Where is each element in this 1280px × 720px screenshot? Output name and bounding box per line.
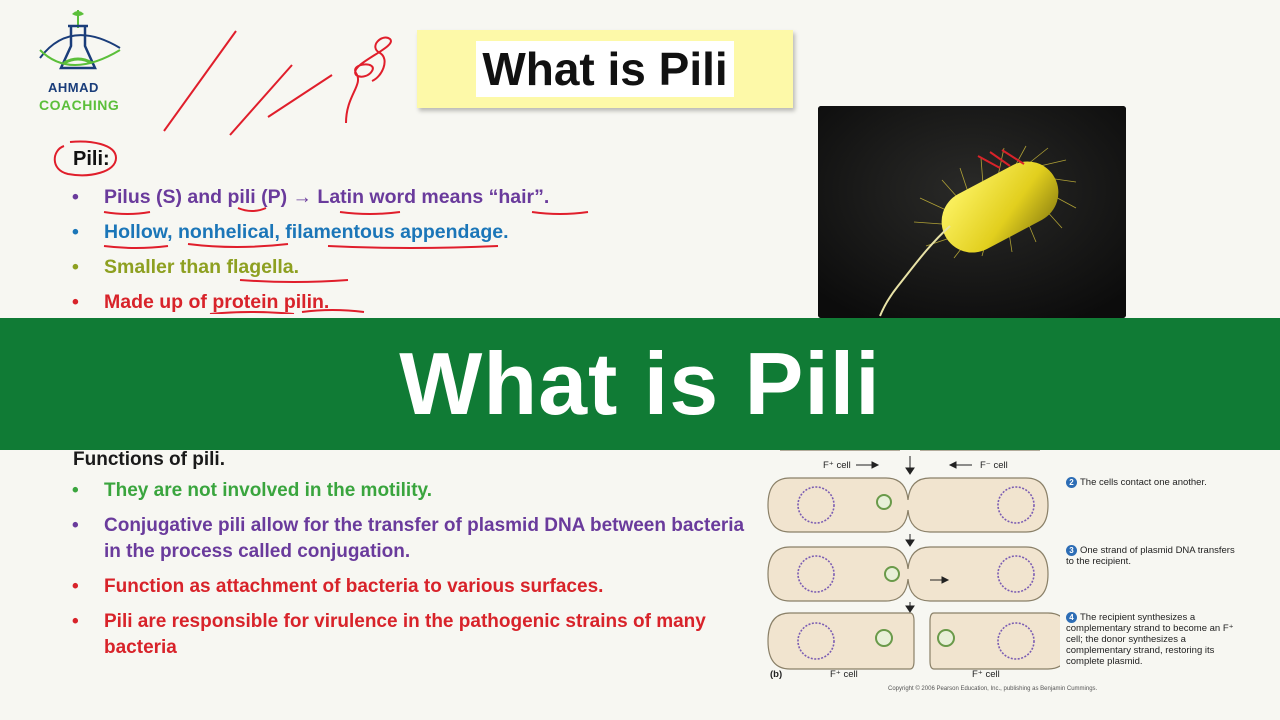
logo-text-ahmad: AHMAD xyxy=(48,80,99,95)
circle-annotation xyxy=(53,140,118,177)
bacterium-illustration xyxy=(818,106,1126,318)
title-banner: What is Pili xyxy=(0,318,1280,450)
list-item: Pilus (S) and pili (P) → Latin word mean… xyxy=(72,182,772,217)
list-item: Made up of protein pilin. xyxy=(72,287,772,322)
pili-bullet-list: Pilus (S) and pili (P) → Latin word mean… xyxy=(72,182,772,322)
step-number-badge: 2 xyxy=(1066,477,1077,488)
f-plus-cell-label: F⁺ cell xyxy=(823,460,851,471)
bottom-right-cell-label: F⁺ cell xyxy=(972,669,1000,680)
list-item: Hollow, nonhelical, filamentous appendag… xyxy=(72,217,772,252)
step-number-badge: 3 xyxy=(1066,545,1077,556)
functions-heading: Functions of pili. xyxy=(73,449,225,470)
bacterium-photo xyxy=(818,106,1126,318)
list-item: Pili are responsible for virulence in th… xyxy=(72,609,762,661)
title-card: What is Pili xyxy=(417,30,793,108)
functions-bullet-list: They are not involved in the motility. C… xyxy=(72,478,762,670)
panel-label: (b) xyxy=(770,669,783,680)
underline-annotations xyxy=(103,207,589,314)
bottom-left-cell-label: F⁺ cell xyxy=(830,669,858,680)
handdrawn-pili-sketch xyxy=(163,30,392,136)
ahmad-coaching-logo: AHMAD COACHING xyxy=(30,8,130,113)
pili-heading: Pili: xyxy=(73,148,110,170)
conjugation-cells-illustration xyxy=(767,450,1060,670)
logo-text-coaching: COACHING xyxy=(39,97,120,113)
copyright-text: Copyright © 2006 Pearson Education, Inc.… xyxy=(888,686,1098,692)
f-minus-cell-label: F⁻ cell xyxy=(980,460,1008,471)
flask-dna-icon xyxy=(39,10,121,70)
list-item: Function as attachment of bacteria to va… xyxy=(72,574,762,600)
list-item: Conjugative pili allow for the transfer … xyxy=(72,513,762,565)
step-number-badge: 4 xyxy=(1066,612,1077,623)
list-item: Smaller than flagella. xyxy=(72,252,772,287)
list-item: They are not involved in the motility. xyxy=(72,478,762,504)
banner-text: What is Pili xyxy=(399,334,881,433)
title-text: What is Pili xyxy=(476,41,734,97)
